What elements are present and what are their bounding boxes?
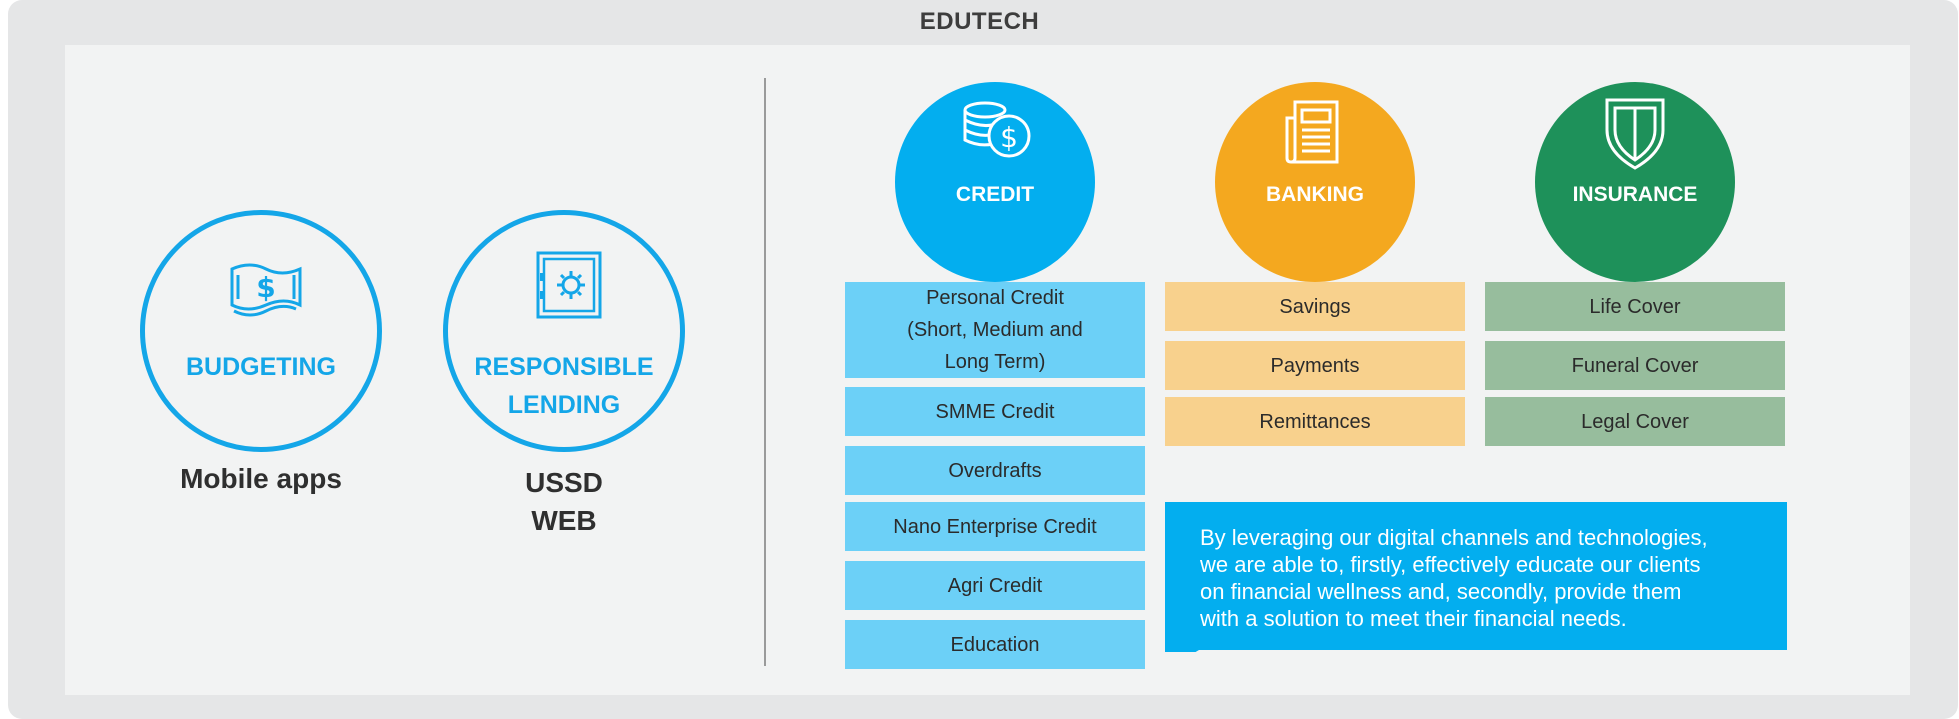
insurance-circle: INSURANCE — [1535, 82, 1735, 282]
banking-item-payments: Payments — [1165, 341, 1465, 390]
banking-item-text: Payments — [1270, 354, 1360, 377]
safe-icon — [536, 251, 602, 319]
banking-circle: BANKING — [1215, 82, 1415, 282]
credit-item-text: Agri Credit — [947, 574, 1043, 597]
responsible-label: RESPONSIBLE — [474, 353, 654, 381]
credit-item-personal-credit: Personal Credit (Short, Medium and Long … — [845, 282, 1145, 378]
credit-item-nano-enterprise: Nano Enterprise Credit — [845, 502, 1145, 551]
insurance-item-text: Life Cover — [1589, 295, 1681, 318]
callout-line: with a solution to meet their financial … — [1200, 606, 1627, 631]
insurance-item-legal-cover: Legal Cover — [1485, 397, 1785, 446]
coins-dollar-icon: $ — [963, 101, 1031, 158]
insurance-item-life-cover: Life Cover — [1485, 282, 1785, 331]
insurance-item-text: Funeral Cover — [1571, 354, 1699, 377]
credit-item-text: Education — [950, 633, 1040, 656]
budgeting-circle: $ BUDGETING — [140, 210, 382, 452]
callout-line: on financial wellness and, secondly, pro… — [1200, 579, 1682, 604]
banking-item-text: Remittances — [1259, 410, 1371, 433]
credit-item-text: Nano Enterprise Credit — [893, 515, 1097, 538]
lending-label: LENDING — [507, 391, 621, 419]
credit-circle: $ CREDIT — [895, 82, 1095, 282]
mobile-apps-channel: Mobile apps — [180, 463, 342, 494]
credit-item-education: Education — [845, 620, 1145, 669]
ussd-channel: USSD — [525, 467, 603, 498]
svg-text:$: $ — [1000, 121, 1018, 154]
banking-item-savings: Savings — [1165, 282, 1465, 331]
shield-icon — [1605, 98, 1665, 170]
credit-item-text: Personal Credit — [926, 287, 1064, 309]
credit-label: CREDIT — [955, 183, 1035, 206]
responsible-lending-circle: RESPONSIBLE LENDING — [443, 210, 685, 452]
svg-text:$: $ — [256, 271, 275, 304]
credit-item-text: (Short, Medium and — [907, 319, 1083, 341]
insurance-label: INSURANCE — [1572, 183, 1698, 206]
insurance-item-funeral-cover: Funeral Cover — [1485, 341, 1785, 390]
document-icon — [1285, 100, 1339, 164]
banking-label: BANKING — [1266, 183, 1364, 206]
callout-text: By leveraging our digital channels and t… — [1200, 524, 1770, 632]
credit-item-smme-credit: SMME Credit — [845, 387, 1145, 436]
callout-line: By leveraging our digital channels and t… — [1200, 525, 1708, 550]
banking-item-text: Savings — [1279, 295, 1351, 318]
credit-item-agri-credit: Agri Credit — [845, 561, 1145, 610]
page-title: EDUTECH — [919, 8, 1040, 35]
callout-bubble — [1165, 502, 1787, 652]
money-icon: $ — [230, 263, 302, 317]
credit-item-text: Overdrafts — [948, 459, 1042, 482]
credit-item-overdrafts: Overdrafts — [845, 446, 1145, 495]
budgeting-label: BUDGETING — [186, 353, 336, 381]
callout-line: we are able to, firstly, effectively edu… — [1200, 552, 1701, 577]
credit-item-text: SMME Credit — [935, 400, 1055, 423]
banking-item-remittances: Remittances — [1165, 397, 1465, 446]
insurance-item-text: Legal Cover — [1581, 410, 1689, 433]
credit-item-text: Long Term) — [944, 351, 1046, 373]
web-channel: WEB — [531, 505, 597, 536]
vertical-divider — [764, 78, 766, 666]
